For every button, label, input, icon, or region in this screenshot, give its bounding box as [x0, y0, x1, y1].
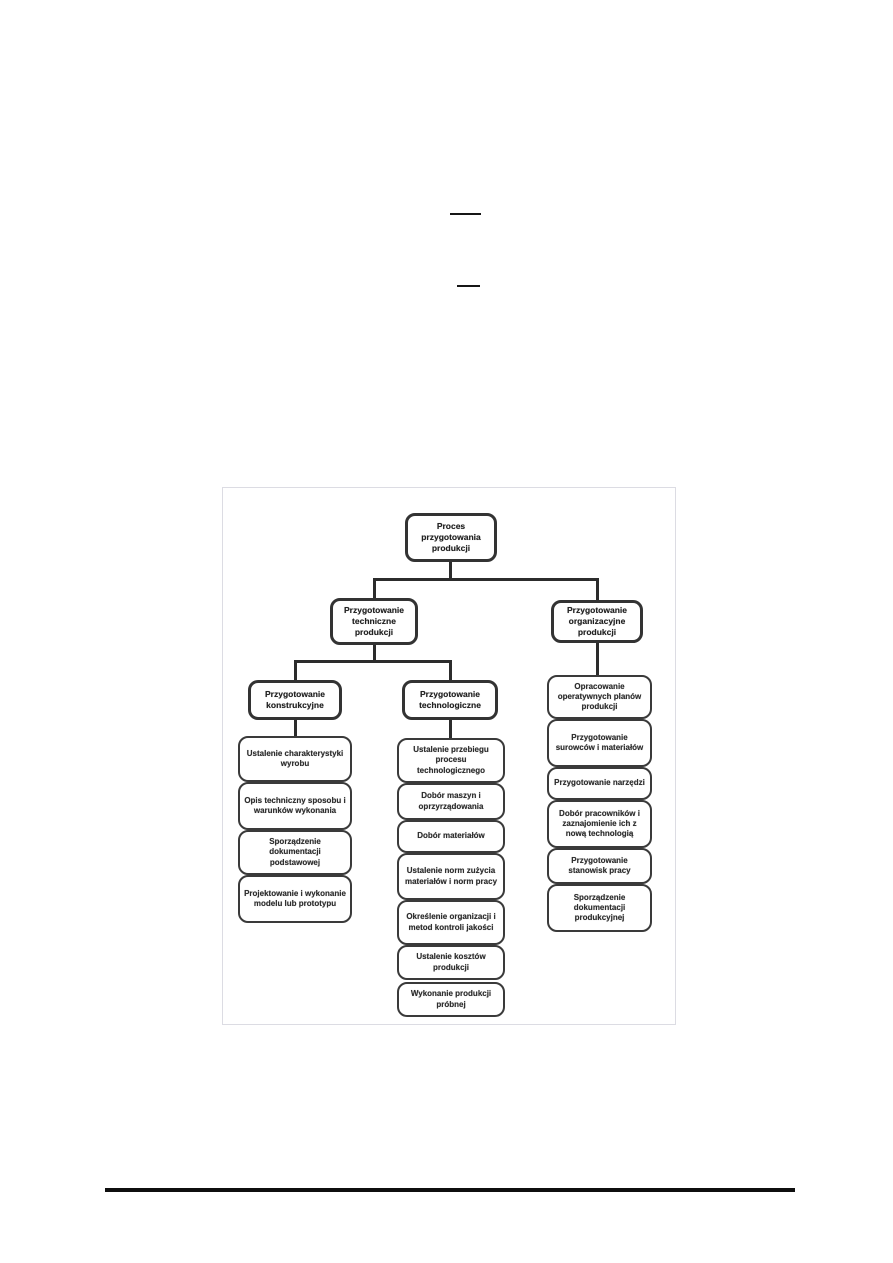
connector-technological-column	[449, 719, 452, 739]
connector-main-horizontal	[373, 578, 599, 581]
node-construction: Przygotowanie konstrukcyjne	[248, 680, 342, 720]
node-organizational: Przygotowanie organizacyjne produkcji	[551, 600, 643, 643]
blank-line-dash-1	[450, 213, 481, 215]
node-technological-step: Dobór maszyn i oprzyrządowania	[397, 783, 505, 820]
node-construction-step: Sporządzenie dokumentacji podstawowej	[238, 830, 352, 875]
node-technological-step: Określenie organizacji i metod kontroli …	[397, 900, 505, 945]
connector-sub-horizontal	[294, 660, 452, 663]
node-technological: Przygotowanie technologiczne	[402, 680, 498, 720]
node-organizational-step: Opracowanie operatywnych planów produkcj…	[547, 675, 652, 719]
node-organizational-step: Przygotowanie surowców i materiałów	[547, 719, 652, 767]
node-construction-step: Opis techniczny sposobu i warunków wykon…	[238, 782, 352, 830]
node-technological-step: Ustalenie kosztów produkcji	[397, 945, 505, 980]
connector-organizational-column	[596, 642, 599, 676]
node-construction-step: Ustalenie charakterystyki wyrobu	[238, 736, 352, 782]
blank-line-dash-2	[457, 285, 480, 287]
node-technological-step: Ustalenie norm zużycia materiałów i norm…	[397, 853, 505, 900]
node-organizational-step: Sporządzenie dokumentacji produkcyjnej	[547, 884, 652, 932]
node-construction-step: Projektowanie i wykonanie modelu lub pro…	[238, 875, 352, 923]
connector-construction-column	[294, 719, 297, 737]
connector-root-stub	[449, 561, 452, 579]
diagram-scan-frame	[222, 487, 676, 1025]
node-organizational-step: Przygotowanie narzędzi	[547, 767, 652, 800]
connector-to-technological	[449, 660, 452, 681]
footer-rule	[105, 1188, 795, 1192]
connector-to-construction	[294, 660, 297, 681]
node-root: Proces przygotowania produkcji	[405, 513, 497, 562]
node-technological-step: Ustalenie przebiegu procesu technologicz…	[397, 738, 505, 783]
node-organizational-step: Przygotowanie stanowisk pracy	[547, 848, 652, 884]
node-organizational-step: Dobór pracowników i zaznajomienie ich z …	[547, 800, 652, 848]
connector-to-technical	[373, 578, 376, 599]
connector-to-organizational	[596, 578, 599, 601]
node-technical: Przygotowanie techniczne produkcji	[330, 598, 418, 645]
node-technological-step: Dobór materiałów	[397, 820, 505, 853]
node-technological-step: Wykonanie produkcji próbnej	[397, 982, 505, 1017]
connector-technical-stub	[373, 644, 376, 662]
